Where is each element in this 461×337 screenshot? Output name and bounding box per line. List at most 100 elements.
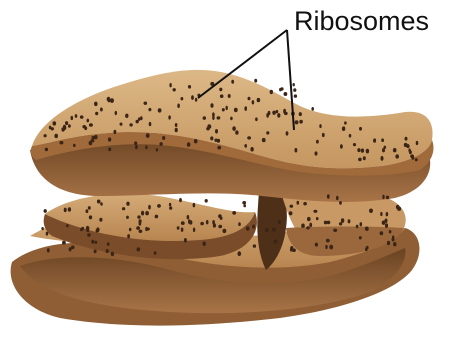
ribosome-dot xyxy=(344,121,347,124)
ribosome-dot xyxy=(381,138,384,142)
ribosome-dot xyxy=(195,98,197,102)
ribosome-dot xyxy=(89,141,93,145)
ribosome-dot xyxy=(49,126,52,130)
ribosome-dot xyxy=(397,207,401,211)
ribosome-dot xyxy=(210,103,213,108)
ribosome-dot xyxy=(315,151,318,155)
ribosome-dot xyxy=(329,245,333,250)
ribosome-dot xyxy=(149,122,152,126)
ribosome-dot xyxy=(416,141,419,145)
ribosome-dot xyxy=(223,229,227,233)
ribosome-dot xyxy=(206,127,210,130)
ribosome-dot xyxy=(212,116,214,120)
ribosome-dot xyxy=(218,214,222,218)
ribosome-dot xyxy=(108,148,111,152)
ribosome-dot xyxy=(122,207,125,210)
ribosome-dot xyxy=(293,88,296,92)
ribosome-dot xyxy=(222,108,225,111)
ribosome-dot xyxy=(316,217,319,220)
ribosome-dot xyxy=(94,250,97,254)
ribosome-dot xyxy=(175,128,178,133)
ribosome-dot xyxy=(64,208,67,213)
ribosome-dot xyxy=(62,241,66,245)
ribosome-dot xyxy=(220,94,224,98)
ribosome-dot xyxy=(80,228,83,232)
ribosome-dot xyxy=(325,245,327,249)
ribosome-dot xyxy=(361,149,364,153)
ribosome-dot xyxy=(205,199,208,203)
ribosome-dot xyxy=(366,246,369,250)
ribosome-dot xyxy=(188,85,191,89)
ribosome-dot xyxy=(41,227,43,230)
ribosome-dot xyxy=(136,226,140,230)
ribosome-dot xyxy=(363,156,366,160)
ribosome-dot xyxy=(115,111,117,115)
ribosome-dot xyxy=(387,241,390,245)
ribosome-dot xyxy=(231,80,234,84)
ribosome-dot xyxy=(373,138,376,142)
ribosome-dot xyxy=(89,215,92,219)
ribosome-dot xyxy=(246,226,250,231)
ribosome-dot xyxy=(319,124,321,128)
ribosome-dot xyxy=(87,119,90,123)
ribosome-dot xyxy=(54,134,58,138)
ribosome-dot xyxy=(386,212,389,216)
ribosome-dot xyxy=(89,123,93,127)
ribosome-dot xyxy=(193,228,195,233)
ribosome-dot xyxy=(47,248,50,252)
ribosome-dot xyxy=(46,232,49,236)
ribosome-dot xyxy=(145,145,147,149)
ribosome-dot xyxy=(138,117,141,120)
ribosome-dot xyxy=(315,243,318,247)
ribosome-dot xyxy=(284,92,288,96)
ribosome-dot xyxy=(213,223,216,227)
ribosome-dot xyxy=(382,221,386,225)
ribosome-dot xyxy=(278,220,281,224)
ribosome-dot xyxy=(238,222,241,226)
ribosome-dot xyxy=(254,79,257,83)
ribosome-dot xyxy=(313,210,317,213)
ribosome-dot xyxy=(108,137,111,141)
ribosome-dot xyxy=(232,126,236,131)
ribosome-dot xyxy=(393,242,396,246)
ribosome-dot xyxy=(88,206,91,210)
ribosome-dot xyxy=(272,111,276,115)
ribosome-dot xyxy=(137,247,141,251)
ribosome-dot xyxy=(91,240,94,244)
ribosome-dot xyxy=(303,202,307,205)
ribosome-dot xyxy=(189,220,192,225)
ribosome-dot xyxy=(53,121,57,125)
ribosome-dot xyxy=(301,224,305,228)
ribosome-dot xyxy=(311,107,314,111)
ribosome-dot xyxy=(162,136,165,140)
ribosome-dot xyxy=(181,97,184,100)
ribosome-dot xyxy=(173,88,176,91)
ribosome-dot xyxy=(333,229,337,232)
ribosome-dot xyxy=(339,222,342,225)
ribosome-dot xyxy=(293,83,295,86)
ribosome-dot xyxy=(252,225,255,229)
ribosome-dot xyxy=(145,211,149,215)
ribosome-dot xyxy=(65,121,68,125)
ribosome-dot xyxy=(146,133,150,138)
ribosome-dot xyxy=(169,83,171,87)
ribosome-dot xyxy=(359,236,362,239)
ribosome-dot xyxy=(326,239,330,243)
ribosome-dot xyxy=(87,233,91,237)
ribosome-dot xyxy=(404,143,408,147)
ribosome-dot xyxy=(257,98,261,102)
ribosome-dot xyxy=(284,112,288,115)
ribosome-dot xyxy=(82,125,86,128)
ribosome-dot xyxy=(217,146,221,150)
ribosome-dot xyxy=(215,129,218,134)
ribosome-dot xyxy=(380,212,382,216)
ribosome-dot xyxy=(154,251,157,255)
ribosome-dot xyxy=(177,226,180,229)
ribosome-dot xyxy=(44,209,47,213)
ribosome-dot xyxy=(214,139,217,142)
ribosome-dot xyxy=(59,141,63,144)
ribosome-dot xyxy=(80,115,84,118)
ribosome-dot xyxy=(184,238,187,243)
ribosome-dot xyxy=(86,226,90,231)
ribosome-dot xyxy=(134,141,137,145)
